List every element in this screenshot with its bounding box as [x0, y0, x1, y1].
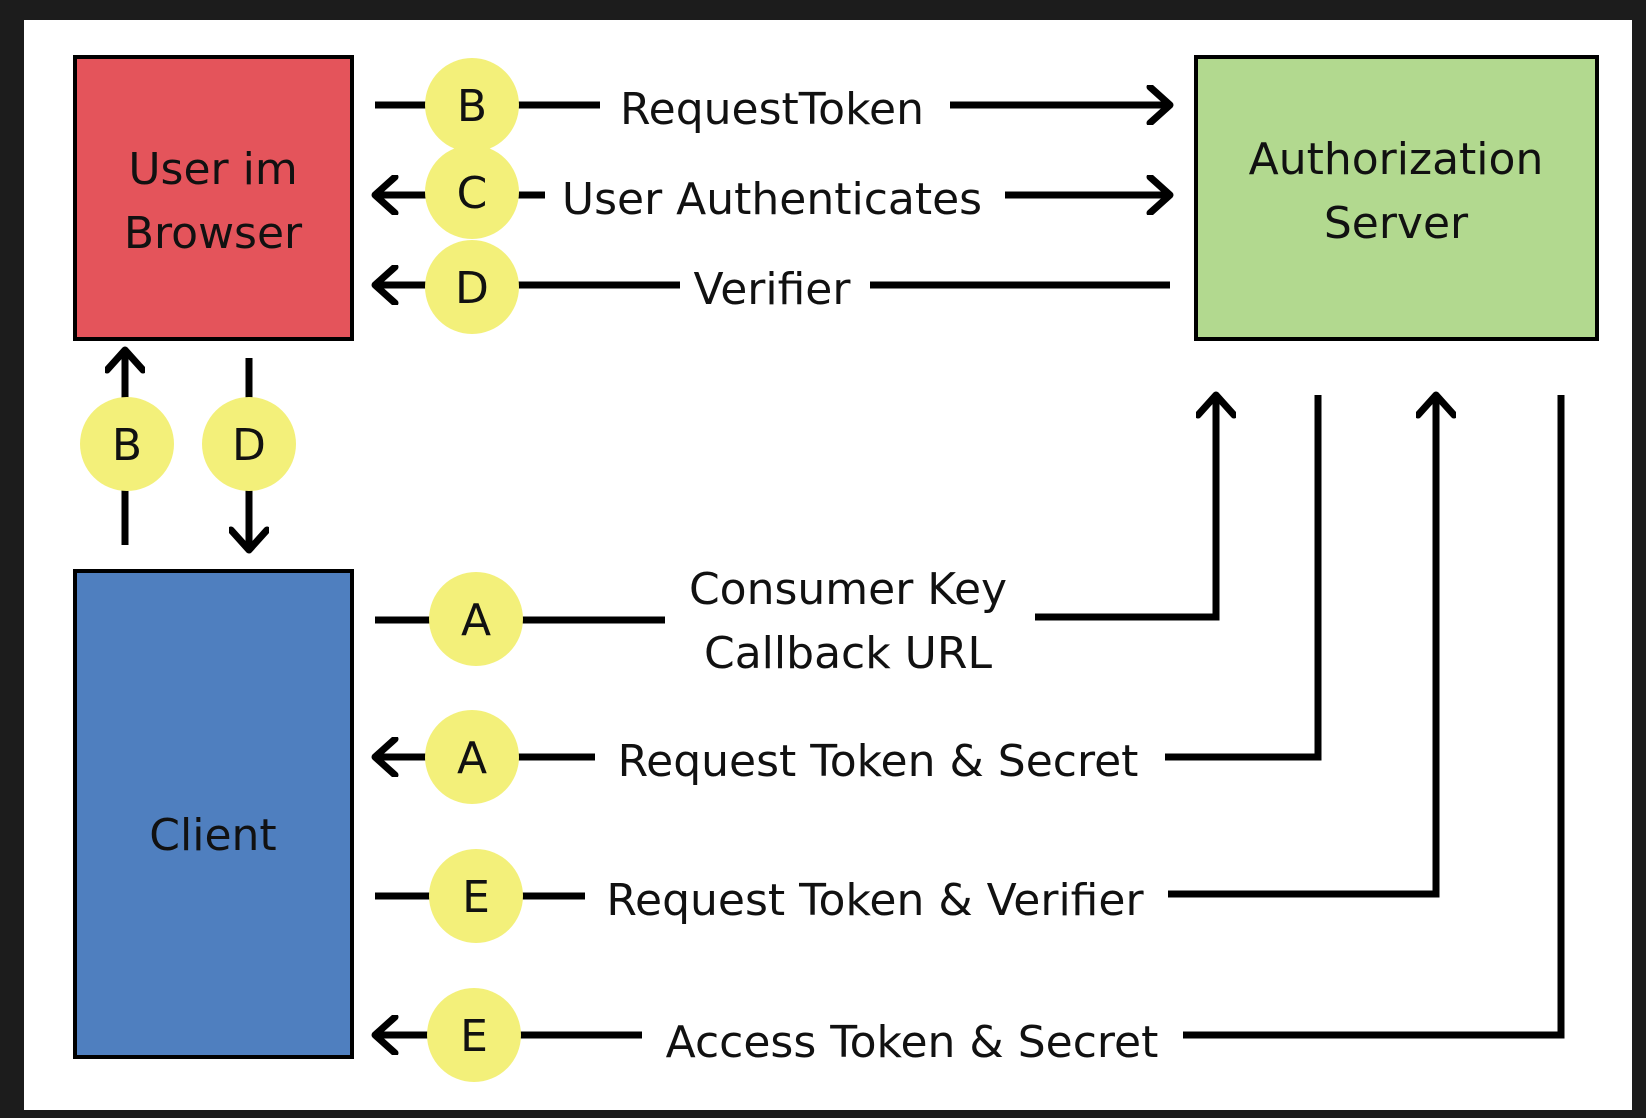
client-label: Client — [149, 810, 276, 861]
step-badge-b-letter: B — [457, 81, 487, 132]
client-box: Client — [73, 569, 354, 1059]
step-badge-e — [429, 849, 523, 943]
message-label-access-token-secret: Access Token & Secret — [666, 1017, 1159, 1068]
step-badge-b-vertical — [80, 397, 174, 491]
message-label-verifier: Verifier — [694, 264, 852, 315]
message-a-consumer-key: A Consumer Key Callback URL — [375, 395, 1216, 679]
step-badge-b — [425, 58, 519, 152]
step-badge-a-letter: A — [461, 595, 491, 646]
message-e-request-token-verifier: E Request Token & Verifier — [375, 395, 1436, 943]
message-d-verifier: D Verifier — [375, 240, 1170, 334]
message-label-request-token-verifier: Request Token & Verifier — [606, 875, 1144, 926]
message-c-user-authenticates: C User Authenticates — [375, 145, 1170, 239]
step-badge-e-2-letter: E — [460, 1011, 488, 1062]
step-badge-e-letter: E — [462, 872, 490, 923]
browser-label-line-1: User im — [128, 144, 297, 195]
message-label-consumer-key: Consumer Key — [689, 564, 1007, 615]
message-label-user-authenticates: User Authenticates — [562, 174, 982, 225]
message-label-callback-url: Callback URL — [704, 628, 992, 679]
step-badge-d-vertical-letter: D — [232, 420, 266, 471]
step-badge-a-2-letter: A — [457, 733, 487, 784]
step-badge-d-vertical — [202, 397, 296, 491]
browser-label-line-2: Browser — [124, 208, 303, 259]
message-b-request-token: B RequestToken — [375, 58, 1170, 152]
step-badge-d — [425, 240, 519, 334]
browser-box: User im Browser — [73, 55, 354, 341]
step-badge-c-letter: C — [457, 168, 488, 219]
server-box: Authorization Server — [1194, 55, 1599, 341]
step-badge-d-letter: D — [455, 263, 489, 314]
message-a-request-token-secret: A Request Token & Secret — [375, 395, 1322, 804]
server-label-line-1: Authorization — [1249, 134, 1544, 185]
message-label-request-token: RequestToken — [620, 84, 924, 135]
step-badge-c — [425, 145, 519, 239]
server-label-line-2: Server — [1324, 198, 1469, 249]
step-badge-a — [429, 572, 523, 666]
message-e-access-token-secret: E Access Token & Secret — [375, 395, 1565, 1082]
vertical-step-b: B — [80, 350, 174, 545]
step-badge-b-vertical-letter: B — [112, 420, 142, 471]
message-label-request-token-secret: Request Token & Secret — [618, 736, 1139, 787]
step-badge-a-2 — [425, 710, 519, 804]
vertical-step-d: D — [202, 358, 296, 550]
step-badge-e-2 — [427, 988, 521, 1082]
